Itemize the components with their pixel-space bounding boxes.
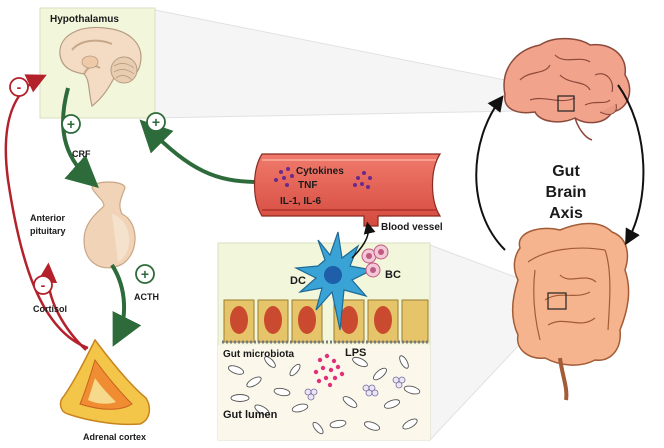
plus-badge-cytokines: + xyxy=(146,112,166,132)
gut-brain-axis-title-line2: Brain xyxy=(546,184,587,201)
tnf-label: TNF xyxy=(298,180,317,191)
plus-sign: + xyxy=(152,114,160,130)
interleukins-label: IL-1, IL-6 xyxy=(280,196,322,207)
minus-badge-hypothalamus: - xyxy=(9,77,29,97)
gut-microbiota-label: Gut microbiota xyxy=(223,349,295,360)
intestine-icon xyxy=(512,222,630,401)
gut-brain-axis-title: Gut Brain Axis xyxy=(546,163,587,222)
gut-brain-axis-title-line1: Gut xyxy=(552,163,580,180)
hypothalamus-panel: Hypothalamus xyxy=(39,7,156,119)
hpa-arrows xyxy=(4,74,259,351)
bacteria xyxy=(227,355,421,435)
adrenal-gland-icon xyxy=(59,338,151,426)
dc-label: DC xyxy=(290,275,306,287)
plus-badge-crf: + xyxy=(61,114,81,134)
lps-label: LPS xyxy=(345,347,366,359)
cytokine-dots xyxy=(274,167,372,189)
pituitary-icon xyxy=(83,181,136,269)
anterior-pituitary-label-line1: Anterior xyxy=(30,213,66,223)
cortisol-label: Cortisol xyxy=(33,304,67,314)
cytokines-label: Cytokines xyxy=(296,166,344,177)
lps-cluster xyxy=(313,353,345,388)
brain-icon xyxy=(503,37,631,141)
b-cell-icon xyxy=(361,244,389,278)
minus-sign: - xyxy=(41,277,46,293)
anterior-pituitary-label-line2: pituitary xyxy=(30,226,66,236)
minus-badge-cortisol: - xyxy=(33,275,53,295)
gut-brain-axis-arrows xyxy=(475,84,645,251)
epithelium xyxy=(222,299,430,344)
blood-vessel-label: Blood vessel xyxy=(381,222,443,233)
plus-badge-acth: + xyxy=(135,264,155,284)
gut-lumen-label: Gut lumen xyxy=(223,409,278,421)
dc-to-vessel-arrow xyxy=(351,221,376,259)
minus-sign: - xyxy=(17,79,22,95)
sign-badges: - + + + - xyxy=(9,77,166,295)
gut-brain-axis-title-line3: Axis xyxy=(549,205,583,222)
blood-vessel xyxy=(253,153,442,227)
crf-label: CRF xyxy=(72,149,91,159)
cocci-clusters xyxy=(304,376,406,401)
adrenal-cortex-label: Adrenal cortex xyxy=(83,432,146,442)
plus-sign: + xyxy=(67,116,75,132)
bc-label: BC xyxy=(385,269,401,281)
plus-sign: + xyxy=(141,266,149,282)
acth-label: ACTH xyxy=(134,292,159,302)
hypothalamus-icon xyxy=(59,26,142,108)
hypothalamus-label: Hypothalamus xyxy=(50,14,119,25)
